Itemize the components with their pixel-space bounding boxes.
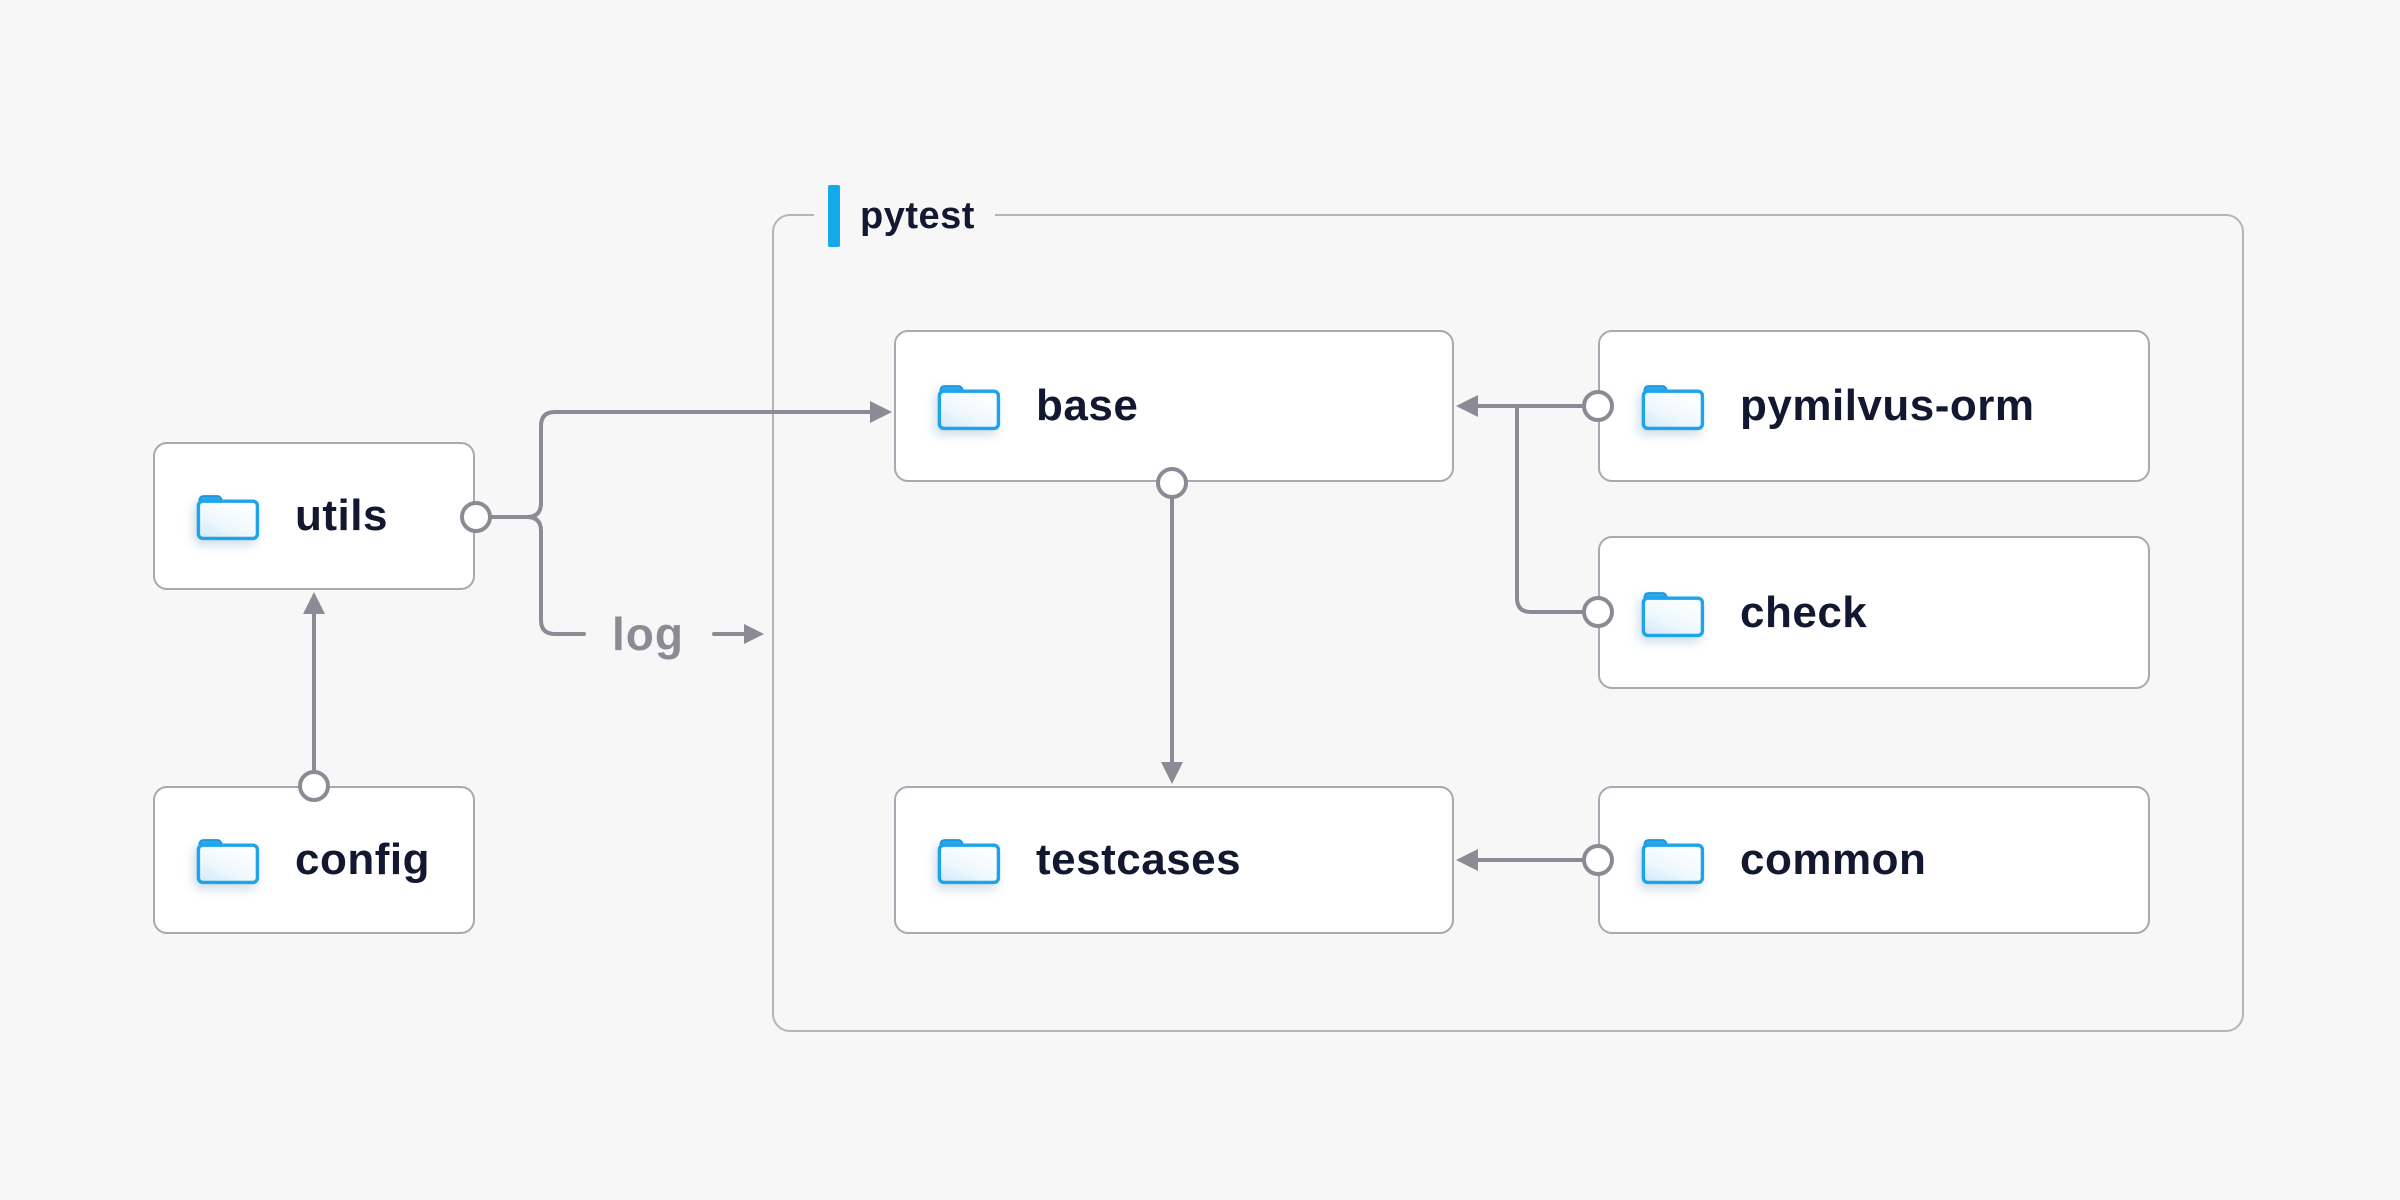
node-pymilvus-orm[interactable]: pymilvus-orm <box>1598 330 2150 482</box>
node-utils[interactable]: utils <box>153 442 475 590</box>
folder-icon <box>1640 380 1706 432</box>
folder-icon <box>936 380 1002 432</box>
node-config[interactable]: config <box>153 786 475 934</box>
folder-icon <box>1640 587 1706 639</box>
node-label: utils <box>295 491 388 540</box>
accent-bar-icon <box>828 185 840 247</box>
node-check[interactable]: check <box>1598 536 2150 689</box>
edge-config-to-utils <box>303 592 325 774</box>
node-label: pymilvus-orm <box>1740 381 2035 430</box>
edge-label-log: log <box>612 608 684 660</box>
arrow-right-icon <box>744 624 764 644</box>
node-label: check <box>1740 587 1868 637</box>
arrow-up-icon <box>303 592 325 614</box>
node-common[interactable]: common <box>1598 786 2150 934</box>
folder-icon <box>1640 834 1706 886</box>
node-label: base <box>1036 381 1139 430</box>
folder-icon <box>195 490 261 542</box>
group-pytest <box>772 214 2244 1032</box>
node-testcases[interactable]: testcases <box>894 786 1454 934</box>
folder-icon <box>936 834 1002 886</box>
node-label: config <box>295 835 430 884</box>
group-title: pytest <box>860 194 975 237</box>
node-label: common <box>1740 835 1927 884</box>
folder-icon <box>195 834 261 886</box>
node-label: testcases <box>1036 835 1242 884</box>
node-base[interactable]: base <box>894 330 1454 482</box>
group-pytest-label: pytest <box>814 184 995 248</box>
